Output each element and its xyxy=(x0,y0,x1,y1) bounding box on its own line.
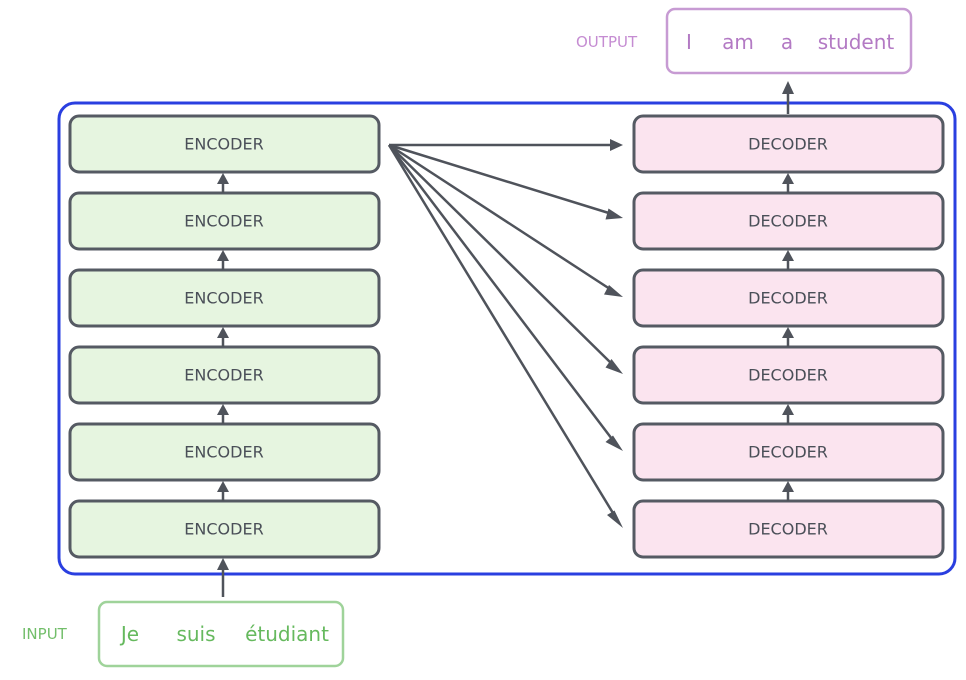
output-token: am xyxy=(722,30,754,54)
decoder-label: DECODER xyxy=(748,135,828,154)
decoder-label: DECODER xyxy=(748,443,828,462)
input-token: Je xyxy=(119,622,139,646)
encoder-block: ENCODER xyxy=(68,499,381,559)
model-frame xyxy=(57,101,957,576)
output-box xyxy=(665,7,913,75)
output-arrow xyxy=(782,81,794,114)
decoder-block: DECODER xyxy=(632,422,945,482)
input-arrow xyxy=(217,558,229,597)
encoder-connectors xyxy=(217,173,229,501)
decoder-block: DECODER xyxy=(632,191,945,251)
encoder-stack: ENCODER ENCODER ENCODER ENCODER ENCODER … xyxy=(68,114,381,559)
output-token: student xyxy=(818,30,895,54)
output-token: I xyxy=(686,30,692,54)
decoder-label: DECODER xyxy=(748,520,828,539)
encoder-block: ENCODER xyxy=(68,268,381,328)
encoder-label: ENCODER xyxy=(184,520,263,539)
decoder-stack: DECODER DECODER DECODER DECODER DECODER … xyxy=(632,114,945,559)
output-token: a xyxy=(781,30,793,54)
decoder-block: DECODER xyxy=(632,345,945,405)
decoder-block: DECODER xyxy=(632,499,945,559)
encoder-label: ENCODER xyxy=(184,443,263,462)
decoder-label: DECODER xyxy=(748,289,828,308)
input-caption: INPUT xyxy=(22,625,68,643)
encoder-to-decoder-arrows xyxy=(387,139,623,528)
input-box xyxy=(97,600,345,668)
decoder-label: DECODER xyxy=(748,366,828,385)
encoder-label: ENCODER xyxy=(184,135,263,154)
decoder-block: DECODER xyxy=(632,114,945,174)
encoder-label: ENCODER xyxy=(184,289,263,308)
decoder-label: DECODER xyxy=(748,212,828,231)
decoder-block: DECODER xyxy=(632,268,945,328)
input-token: suis xyxy=(176,622,215,646)
encoder-block: ENCODER xyxy=(68,191,381,251)
output-caption: OUTPUT xyxy=(576,33,638,51)
decoder-connectors xyxy=(782,173,794,501)
encoder-block: ENCODER xyxy=(68,422,381,482)
input-token: étudiant xyxy=(245,622,329,646)
encoder-label: ENCODER xyxy=(184,366,263,385)
encoder-label: ENCODER xyxy=(184,212,263,231)
encoder-block: ENCODER xyxy=(68,345,381,405)
encoder-block: ENCODER xyxy=(68,114,381,174)
